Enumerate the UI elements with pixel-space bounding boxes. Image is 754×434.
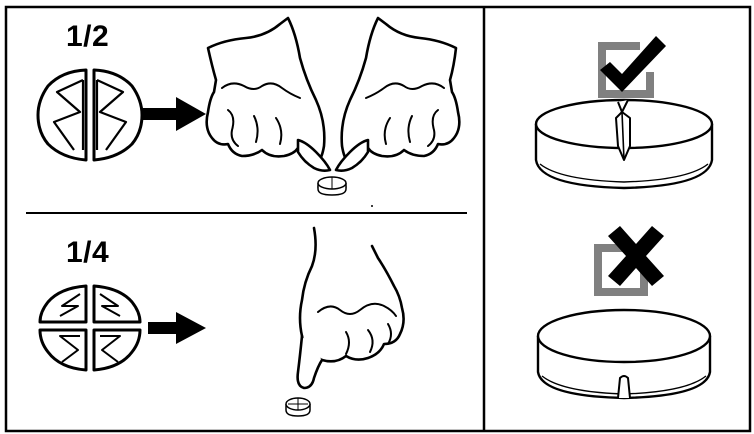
- x-mark-icon: [594, 226, 664, 296]
- quarter-split-label: 1/4: [66, 236, 110, 269]
- outer-border: [4, 5, 752, 433]
- two-hands-breaking-illustration: [205, 16, 461, 172]
- single-hand-pressing-illustration: [296, 226, 405, 390]
- unscored-tablet-illustration: [536, 308, 712, 400]
- quarter-split-tablet-icon: [38, 284, 142, 372]
- small-tablet-icon: [317, 176, 347, 196]
- half-split-tablet-icon: [36, 68, 144, 162]
- scored-tablet-illustration: [534, 98, 714, 190]
- half-split-label: 1/2: [66, 20, 110, 53]
- arrow-right-icon: [148, 312, 206, 344]
- small-tablet-icon: [285, 397, 311, 417]
- arrow-right-icon: [143, 97, 206, 131]
- checkmark-icon: [598, 36, 666, 98]
